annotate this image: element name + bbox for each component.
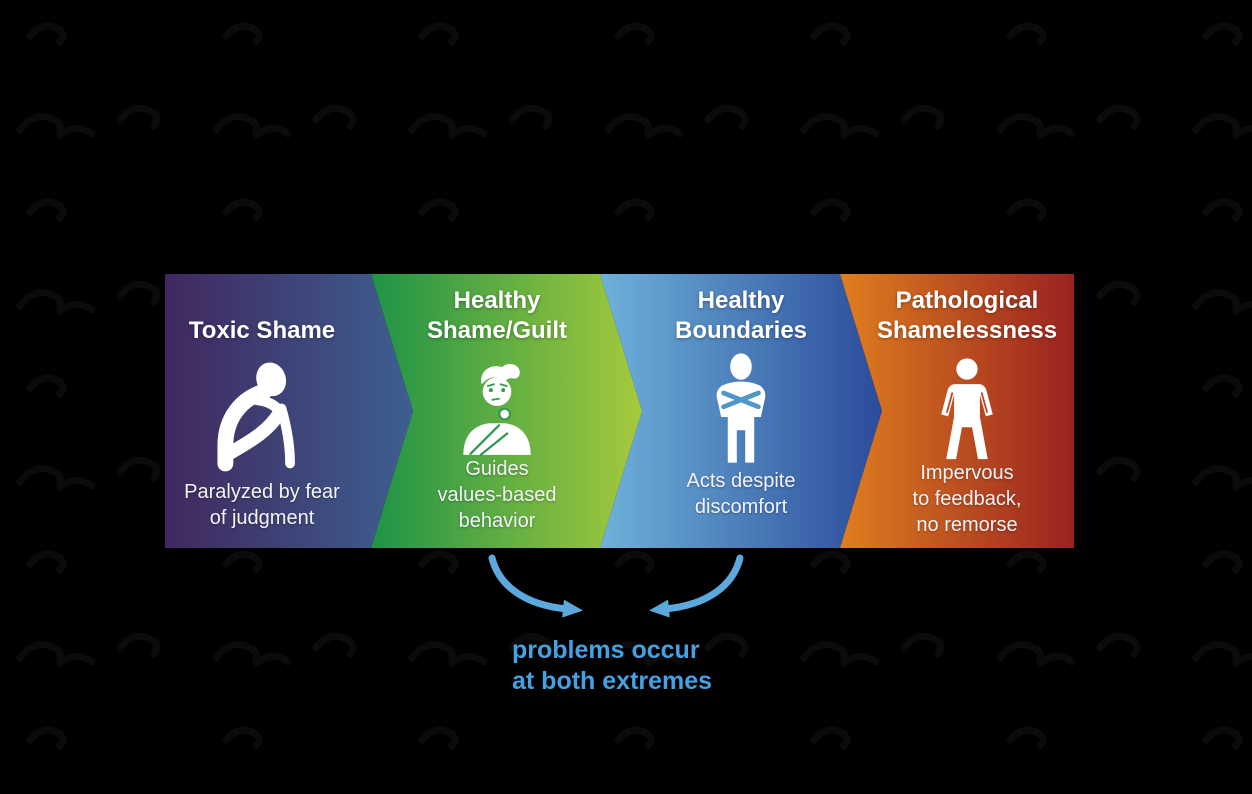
segment-description-line: discomfort	[694, 496, 788, 518]
hunched-person-icon	[217, 362, 295, 472]
segment-healthy-boundaries: Healthy Boundaries Acts despite discomfo…	[626, 274, 856, 548]
segment-pathological-shamelessness: Pathological Shamelessness Impervous to …	[852, 274, 1082, 548]
segment-healthy-shame-guilt: Healthy Shame/Guilt	[382, 274, 612, 548]
segment-description-line: no remorse	[916, 514, 1018, 536]
arms-crossed-person-icon	[716, 353, 766, 463]
segment-description-line: Acts despite	[686, 470, 796, 492]
segment-title: Healthy Shame/Guilt	[382, 286, 612, 346]
segment-description: Acts despite discomfort	[626, 468, 856, 520]
segment-title: Pathological Shamelessness	[852, 286, 1082, 346]
segment-toxic-shame: Toxic Shame Paralyzed by fear of judgmen…	[147, 274, 377, 548]
left-curved-arrow-icon	[488, 554, 583, 618]
segment-icon-box	[382, 350, 612, 472]
segment-icon-box	[852, 350, 1082, 472]
segment-title-line: Toxic Shame	[188, 317, 336, 344]
segment-description-line: Paralyzed by fear	[184, 481, 340, 503]
right-curved-arrow-icon	[649, 554, 744, 618]
segment-description: Guides values-based behavior	[382, 456, 612, 534]
annotation-line: at both extremes	[512, 667, 713, 695]
segment-title-line: Boundaries	[674, 317, 808, 344]
segment-title-line: Healthy	[697, 287, 785, 314]
worried-thinker-icon	[463, 363, 531, 456]
segment-title-line: Pathological	[895, 287, 1039, 314]
segment-description-line: Guides	[465, 458, 529, 480]
converging-arrows	[488, 554, 744, 618]
segment-description: Paralyzed by fear of judgment	[147, 479, 377, 531]
segment-description-line: of judgment	[209, 507, 315, 529]
segment-title: Toxic Shame	[147, 316, 377, 346]
segment-icon-box	[626, 350, 856, 472]
segment-description-line: behavior	[458, 510, 536, 532]
annotation-line: problems occur	[512, 636, 700, 664]
segment-description-line: to feedback,	[912, 488, 1022, 510]
segment-shape-toxic-shame	[165, 274, 413, 548]
segment-description: Impervous to feedback, no remorse	[852, 460, 1082, 538]
segment-description-line: values-based	[437, 484, 557, 506]
segment-title-line: Shame/Guilt	[426, 317, 568, 344]
segment-title-line: Shamelessness	[876, 317, 1058, 344]
segment-title: Healthy Boundaries	[626, 286, 856, 346]
segment-title-line: Healthy	[453, 287, 541, 314]
annotation-text: problems occur at both extremes	[512, 635, 712, 697]
segment-description-line: Impervous	[920, 462, 1014, 484]
banner-content: Toxic Shame Paralyzed by fear of judgmen…	[165, 274, 1074, 548]
standing-person-icon	[941, 358, 993, 460]
segment-icon-box	[147, 350, 377, 472]
